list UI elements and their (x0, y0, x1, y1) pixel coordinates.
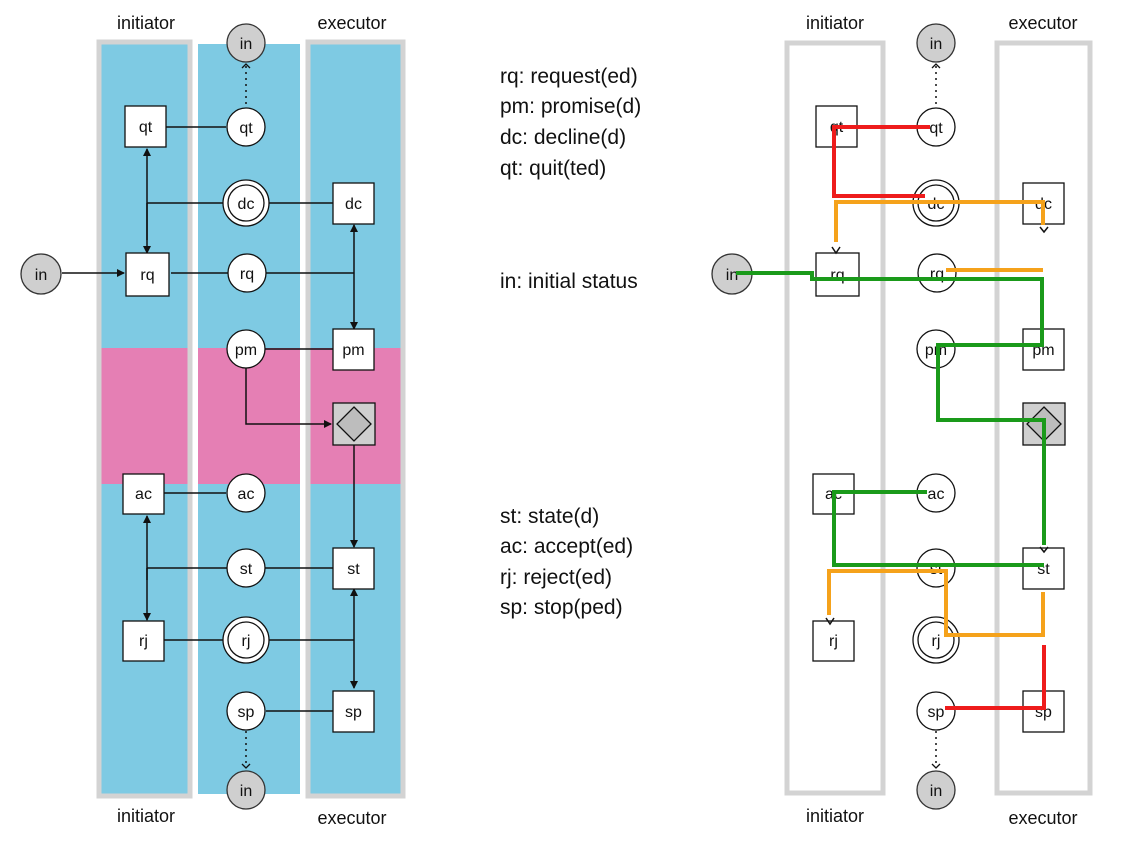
rj-status-circle: rj (222, 616, 270, 664)
st-executor-box: st (332, 547, 375, 590)
svg-text:sp: sp (238, 704, 255, 721)
pm-status-circle: pm (226, 329, 266, 369)
qt-status-circle-right: qt (916, 107, 956, 147)
orange-path-decline (834, 200, 1045, 242)
legend-pm: pm: promise(d) (500, 95, 641, 118)
executor-label-top-right: executor (1008, 13, 1077, 33)
svg-text:dc: dc (345, 196, 362, 213)
svg-text:rq: rq (240, 266, 254, 283)
svg-text:dc: dc (928, 196, 945, 213)
qt-initiator-box: qt (124, 105, 167, 148)
executor-label-bottom: executor (317, 808, 386, 828)
svg-text:rj: rj (139, 633, 148, 650)
left-diagram: initiator executor initiator executor (20, 13, 406, 828)
red-path-stop (945, 645, 1046, 710)
svg-text:ac: ac (135, 486, 152, 503)
svg-text:in: in (240, 783, 252, 800)
left-edges (62, 63, 358, 769)
rq-initiator-box: rq (125, 252, 170, 297)
svg-text:in: in (35, 267, 47, 284)
rq-status-circle: rq (227, 253, 267, 293)
svg-text:st: st (347, 561, 360, 578)
svg-text:qt: qt (929, 120, 943, 137)
green-path-main (736, 271, 1046, 545)
rq-status-circle-right: rq (917, 253, 957, 293)
left-nodes: in qt qt dc dc in (20, 23, 376, 810)
executor-label-bottom-right: executor (1008, 808, 1077, 828)
svg-text:pm: pm (235, 342, 257, 359)
legend-rj: rj: reject(ed) (500, 566, 612, 589)
svg-text:in: in (930, 783, 942, 800)
dc-executor-box: dc (332, 182, 375, 225)
initiator-lane (96, 39, 193, 799)
rj-status-circle-right: rj (912, 616, 960, 664)
right-nodes: in qt qt dc dc in (711, 23, 1066, 810)
initiator-lane-right (784, 40, 886, 796)
svg-text:rj: rj (932, 633, 941, 650)
right-diagram: initiator executor initiator executor in… (711, 13, 1093, 828)
svg-text:rq: rq (830, 267, 844, 284)
svg-text:pm: pm (342, 342, 364, 359)
svg-text:in: in (240, 36, 252, 53)
sp-status-circle: sp (226, 691, 266, 731)
svg-text:ac: ac (238, 486, 255, 503)
legend-qt: qt: quit(ted) (500, 157, 606, 180)
process-paths (736, 125, 1049, 710)
ac-status-circle: ac (226, 473, 266, 513)
in-node-top: in (226, 23, 266, 63)
svg-text:st: st (240, 561, 253, 578)
svg-text:rq: rq (140, 267, 154, 284)
in-node-top-right: in (916, 23, 956, 63)
rq-initiator-box-right: rq (815, 252, 860, 297)
initiator-label-bottom-right: initiator (806, 806, 864, 826)
orange-path-reject (827, 569, 1045, 637)
svg-text:ac: ac (928, 486, 945, 503)
legend-sp: sp: stop(ped) (500, 596, 623, 619)
execution-diamond-box (332, 402, 376, 446)
svg-text:sp: sp (928, 704, 945, 721)
executor-label-top: executor (317, 13, 386, 33)
st-status-circle-right: st (916, 548, 956, 588)
legend-rq: rq: request(ed) (500, 65, 638, 88)
svg-text:rj: rj (242, 633, 251, 650)
sp-executor-box: sp (332, 690, 375, 733)
initiator-label-top: initiator (117, 13, 175, 33)
st-status-circle: st (226, 548, 266, 588)
svg-text:qt: qt (239, 120, 253, 137)
svg-text:dc: dc (238, 196, 255, 213)
qt-status-circle: qt (226, 107, 266, 147)
rj-initiator-box-right: rj (812, 620, 855, 662)
sp-status-circle-right: sp (916, 691, 956, 731)
initiator-label-bottom: initiator (117, 806, 175, 826)
pm-executor-box: pm (332, 328, 375, 371)
svg-text:in: in (726, 267, 738, 284)
rj-initiator-box: rj (122, 620, 165, 662)
in-node-bottom-right: in (916, 770, 956, 810)
legend-dc: dc: decline(d) (500, 126, 626, 149)
dc-status-circle: dc (222, 179, 270, 227)
svg-text:rj: rj (829, 633, 838, 650)
initiator-label-top-right: initiator (806, 13, 864, 33)
in-node-bottom: in (226, 770, 266, 810)
legend-in: in: initial status (500, 270, 638, 293)
ac-initiator-box: ac (122, 473, 165, 515)
st-executor-box-right: st (1022, 547, 1065, 590)
green-path-accept (832, 490, 1044, 567)
svg-text:sp: sp (345, 704, 362, 721)
in-node-left: in (20, 253, 62, 295)
legend-ac: ac: accept(ed) (500, 535, 633, 558)
legend: rq: request(ed) pm: promise(d) dc: decli… (500, 65, 641, 619)
red-path-quit (832, 125, 930, 198)
svg-text:qt: qt (139, 119, 153, 136)
legend-st: st: state(d) (500, 505, 599, 528)
svg-text:in: in (930, 36, 942, 53)
executor-lane (305, 39, 406, 799)
